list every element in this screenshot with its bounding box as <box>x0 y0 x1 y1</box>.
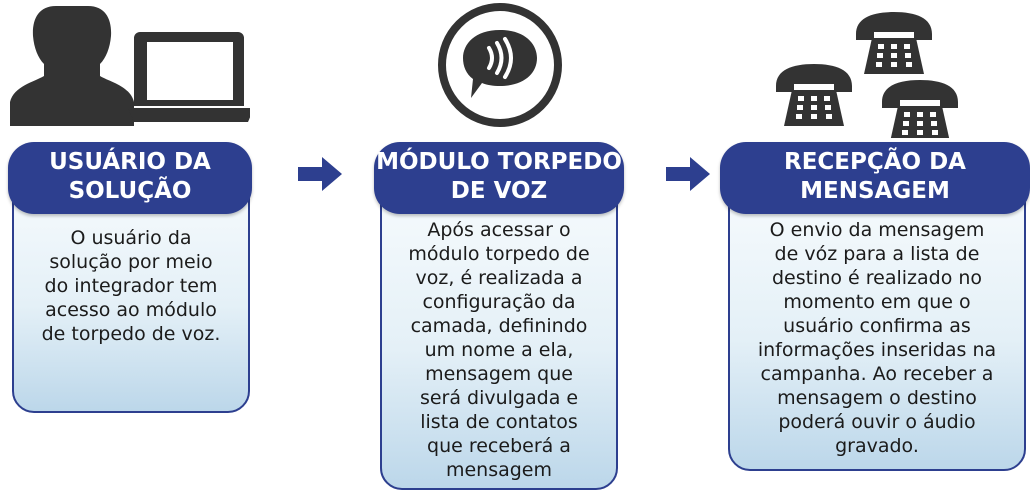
step3-description: O envio da mensagem de vóz para a lista … <box>757 219 997 457</box>
telephone-icon <box>856 12 932 74</box>
step2-card <box>380 178 618 490</box>
step2-description: Após acessar o módulo torpedo de voz, é … <box>408 219 590 481</box>
arrow-right-icon <box>298 157 342 191</box>
step3-card <box>728 178 1026 471</box>
step1-icons <box>10 6 250 126</box>
arrow-right-icon <box>666 157 710 191</box>
voice-bubble-icon <box>438 3 562 127</box>
user-silhouette-icon <box>10 6 134 126</box>
step1-description: O usuário da solução por meio do integra… <box>41 227 221 345</box>
step2-title: MÓDULO TORPEDO DE VOZ <box>374 142 624 214</box>
telephone-icon <box>776 64 852 126</box>
step1-card <box>12 175 250 413</box>
step1-title: USUÁRIO DA SOLUÇÃO <box>8 142 252 214</box>
laptop-icon <box>128 32 250 122</box>
phones-group <box>776 12 958 138</box>
telephone-icon <box>882 80 958 138</box>
step3-title: RECEPÇÃO DA MENSAGEM <box>720 142 1030 214</box>
